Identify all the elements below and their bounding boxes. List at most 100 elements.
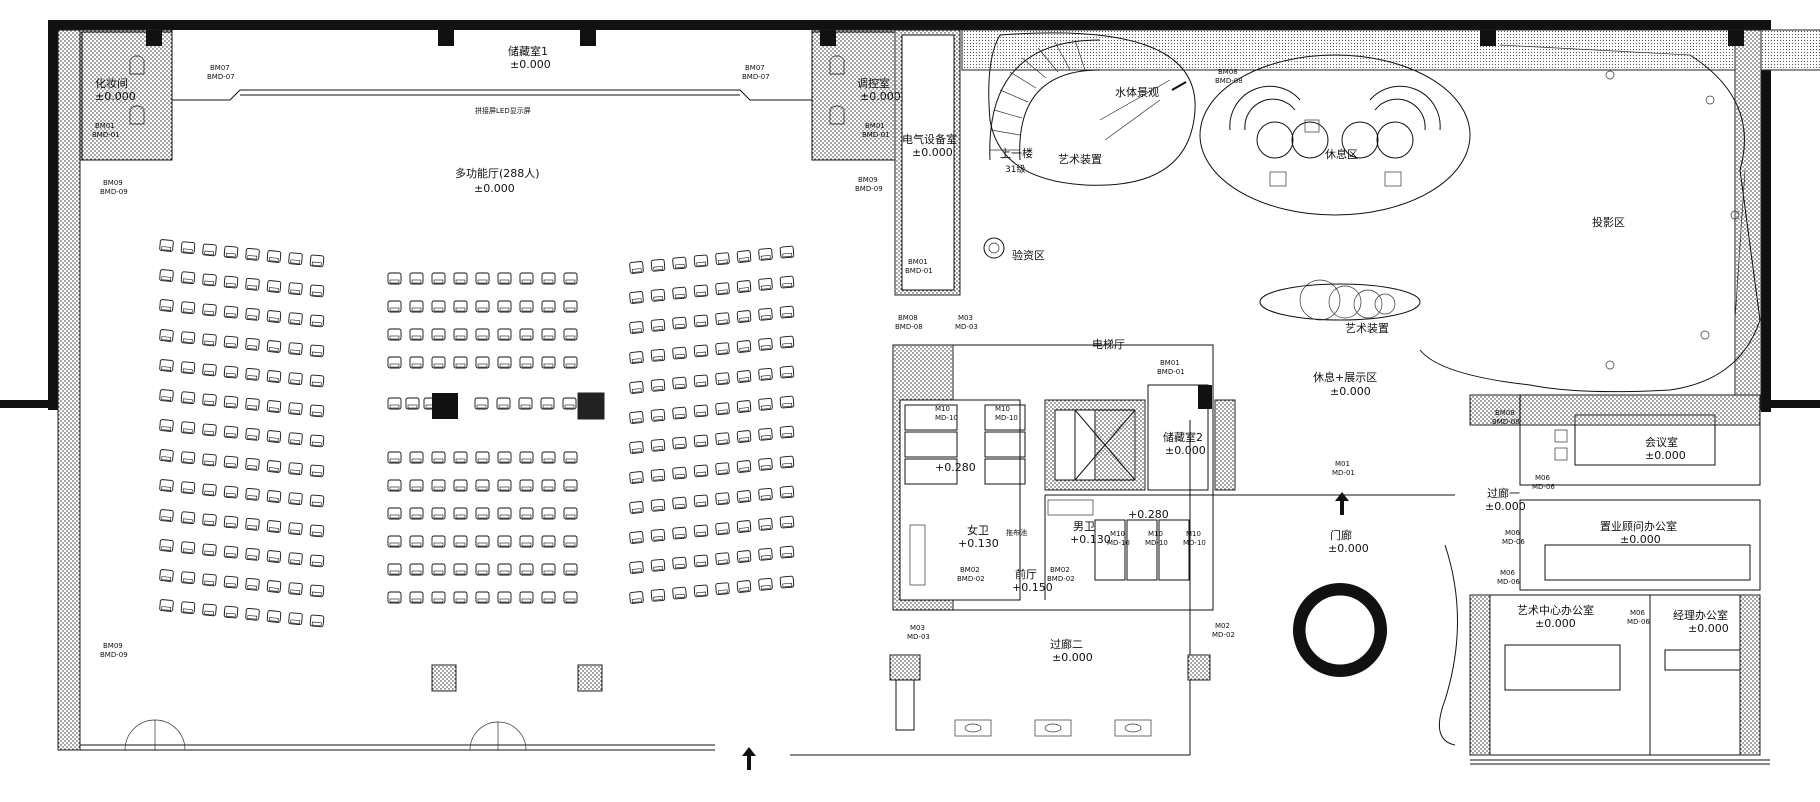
seat [758,337,773,351]
seat [519,356,534,369]
seat [159,239,174,252]
seating-center-block [387,272,578,604]
storage1-elev: ±0.000 [510,58,551,71]
seat [309,314,325,328]
seat [309,554,325,568]
seat [266,610,282,623]
seat [693,494,709,508]
rest-display-elev: ±0.000 [1330,385,1371,398]
seat [693,464,709,478]
seat [563,507,578,520]
electrical-room [894,29,961,296]
seat [779,515,795,529]
seat [497,300,512,313]
seat [474,397,489,410]
seat [387,535,402,548]
toilet-elev-men: +0.280 [1128,508,1169,521]
projection-zone [1419,44,1761,393]
manager-label: 经理办公室 [1673,608,1728,622]
stairs-steps: 31级 [1005,163,1025,175]
seat [159,329,174,342]
seat [431,535,446,548]
seat [629,351,644,364]
seat [409,451,424,464]
seat [758,457,773,471]
seat [309,464,325,478]
art2-label: 艺术装置 [1345,322,1389,335]
door-tag-code: BM09 [103,642,123,650]
seat [223,545,239,559]
consultant-label: 置业顾问办公室 [1600,519,1677,533]
door-tag-code: M10 [1148,530,1163,538]
seat [202,543,217,557]
seat [629,531,644,544]
seat [736,490,752,503]
seat [519,272,534,285]
seat [693,554,709,568]
seat [475,272,490,285]
elevator-hall-label: 电梯厅 [1092,338,1125,351]
seat [563,535,578,548]
seat [758,397,773,411]
seating-right-block [629,245,795,604]
seat [180,271,196,285]
seat [519,535,534,548]
seat [519,328,534,341]
seat [563,356,578,369]
art-office-label: 艺术中心办公室 [1517,603,1594,617]
seat [715,252,730,266]
seat [497,451,512,464]
door-tag-sub: BMD-01 [92,131,120,139]
seat [736,310,752,323]
seat [309,374,325,388]
door-tag-code: M02 [1215,622,1230,630]
door-tag-code: BM01 [95,122,115,130]
seat [266,370,282,383]
water1-label: 水体景观 [1115,85,1159,99]
seat [541,356,556,369]
seat [266,520,282,533]
seat [715,312,730,326]
door-tag-sub: MD-10 [935,414,958,422]
seat [779,275,795,289]
room-labels: 多功能厅(288人) ±0.000 储藏室1 ±0.000 拼接屏LED显示屏 … [95,44,1729,664]
seat [159,449,174,462]
seat [672,466,687,480]
seat [693,254,709,268]
seat [453,479,468,492]
meeting-label: 会议室 [1645,435,1678,449]
seat [736,280,752,293]
seat [563,563,578,576]
seat [159,389,174,402]
seat [180,391,196,405]
seat [736,580,752,593]
seat [245,367,260,381]
door-tag-sub: BMD-01 [905,267,933,275]
door-tag-code: M10 [995,405,1010,413]
seat [288,462,303,476]
seat [431,328,446,341]
electrical-label: 电气设备室 [902,132,957,146]
door-tag-sub: BMD-08 [1215,77,1243,85]
seat [475,563,490,576]
door-tag-sub: MD-03 [907,633,930,641]
seat [715,402,730,416]
door-tag-code: M06 [1630,609,1645,617]
seat [693,434,709,448]
seat [202,573,217,587]
seat [758,487,773,501]
seat [223,395,239,409]
seat [180,421,196,435]
seat [758,247,773,261]
seat [159,299,174,312]
seat [693,584,709,598]
seat [245,517,260,531]
seat [202,273,217,287]
seat [693,374,709,388]
seat [202,243,217,257]
rest-area-furniture [1199,54,1471,216]
seat [266,250,282,263]
seat [431,507,446,520]
investment-desk [983,237,1005,259]
